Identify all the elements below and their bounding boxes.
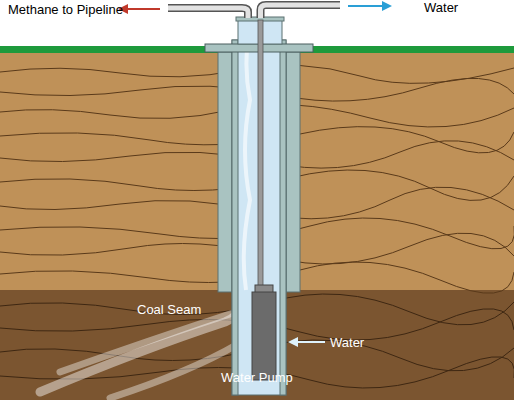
outer-casing <box>218 52 232 292</box>
gas-wisps <box>40 300 244 398</box>
methane-arrow <box>126 8 160 10</box>
outlet-label: Methane to Pipeline <box>8 2 123 17</box>
water-pump <box>252 292 276 380</box>
water-out-arrow <box>348 5 384 7</box>
part-label: Water Pump <box>221 370 293 385</box>
methane-pipe <box>168 8 248 18</box>
water-inflow-arrow-head <box>288 337 298 347</box>
inner-casing <box>280 40 286 395</box>
rising-gas <box>244 40 250 290</box>
outer-casing <box>286 52 300 292</box>
water-pipe <box>261 5 341 18</box>
water-inflow-arrow <box>296 341 325 343</box>
tubing <box>258 20 263 288</box>
water-pipe <box>261 5 341 18</box>
outlet-label: Water <box>424 0 458 15</box>
flow-label: Water <box>330 335 364 350</box>
layer-label: Coal Seam <box>137 302 201 317</box>
methane-pipe <box>168 8 248 18</box>
coal-seam-layer <box>0 290 514 400</box>
water-out-arrow-head <box>382 1 392 11</box>
inner-casing <box>232 40 238 395</box>
